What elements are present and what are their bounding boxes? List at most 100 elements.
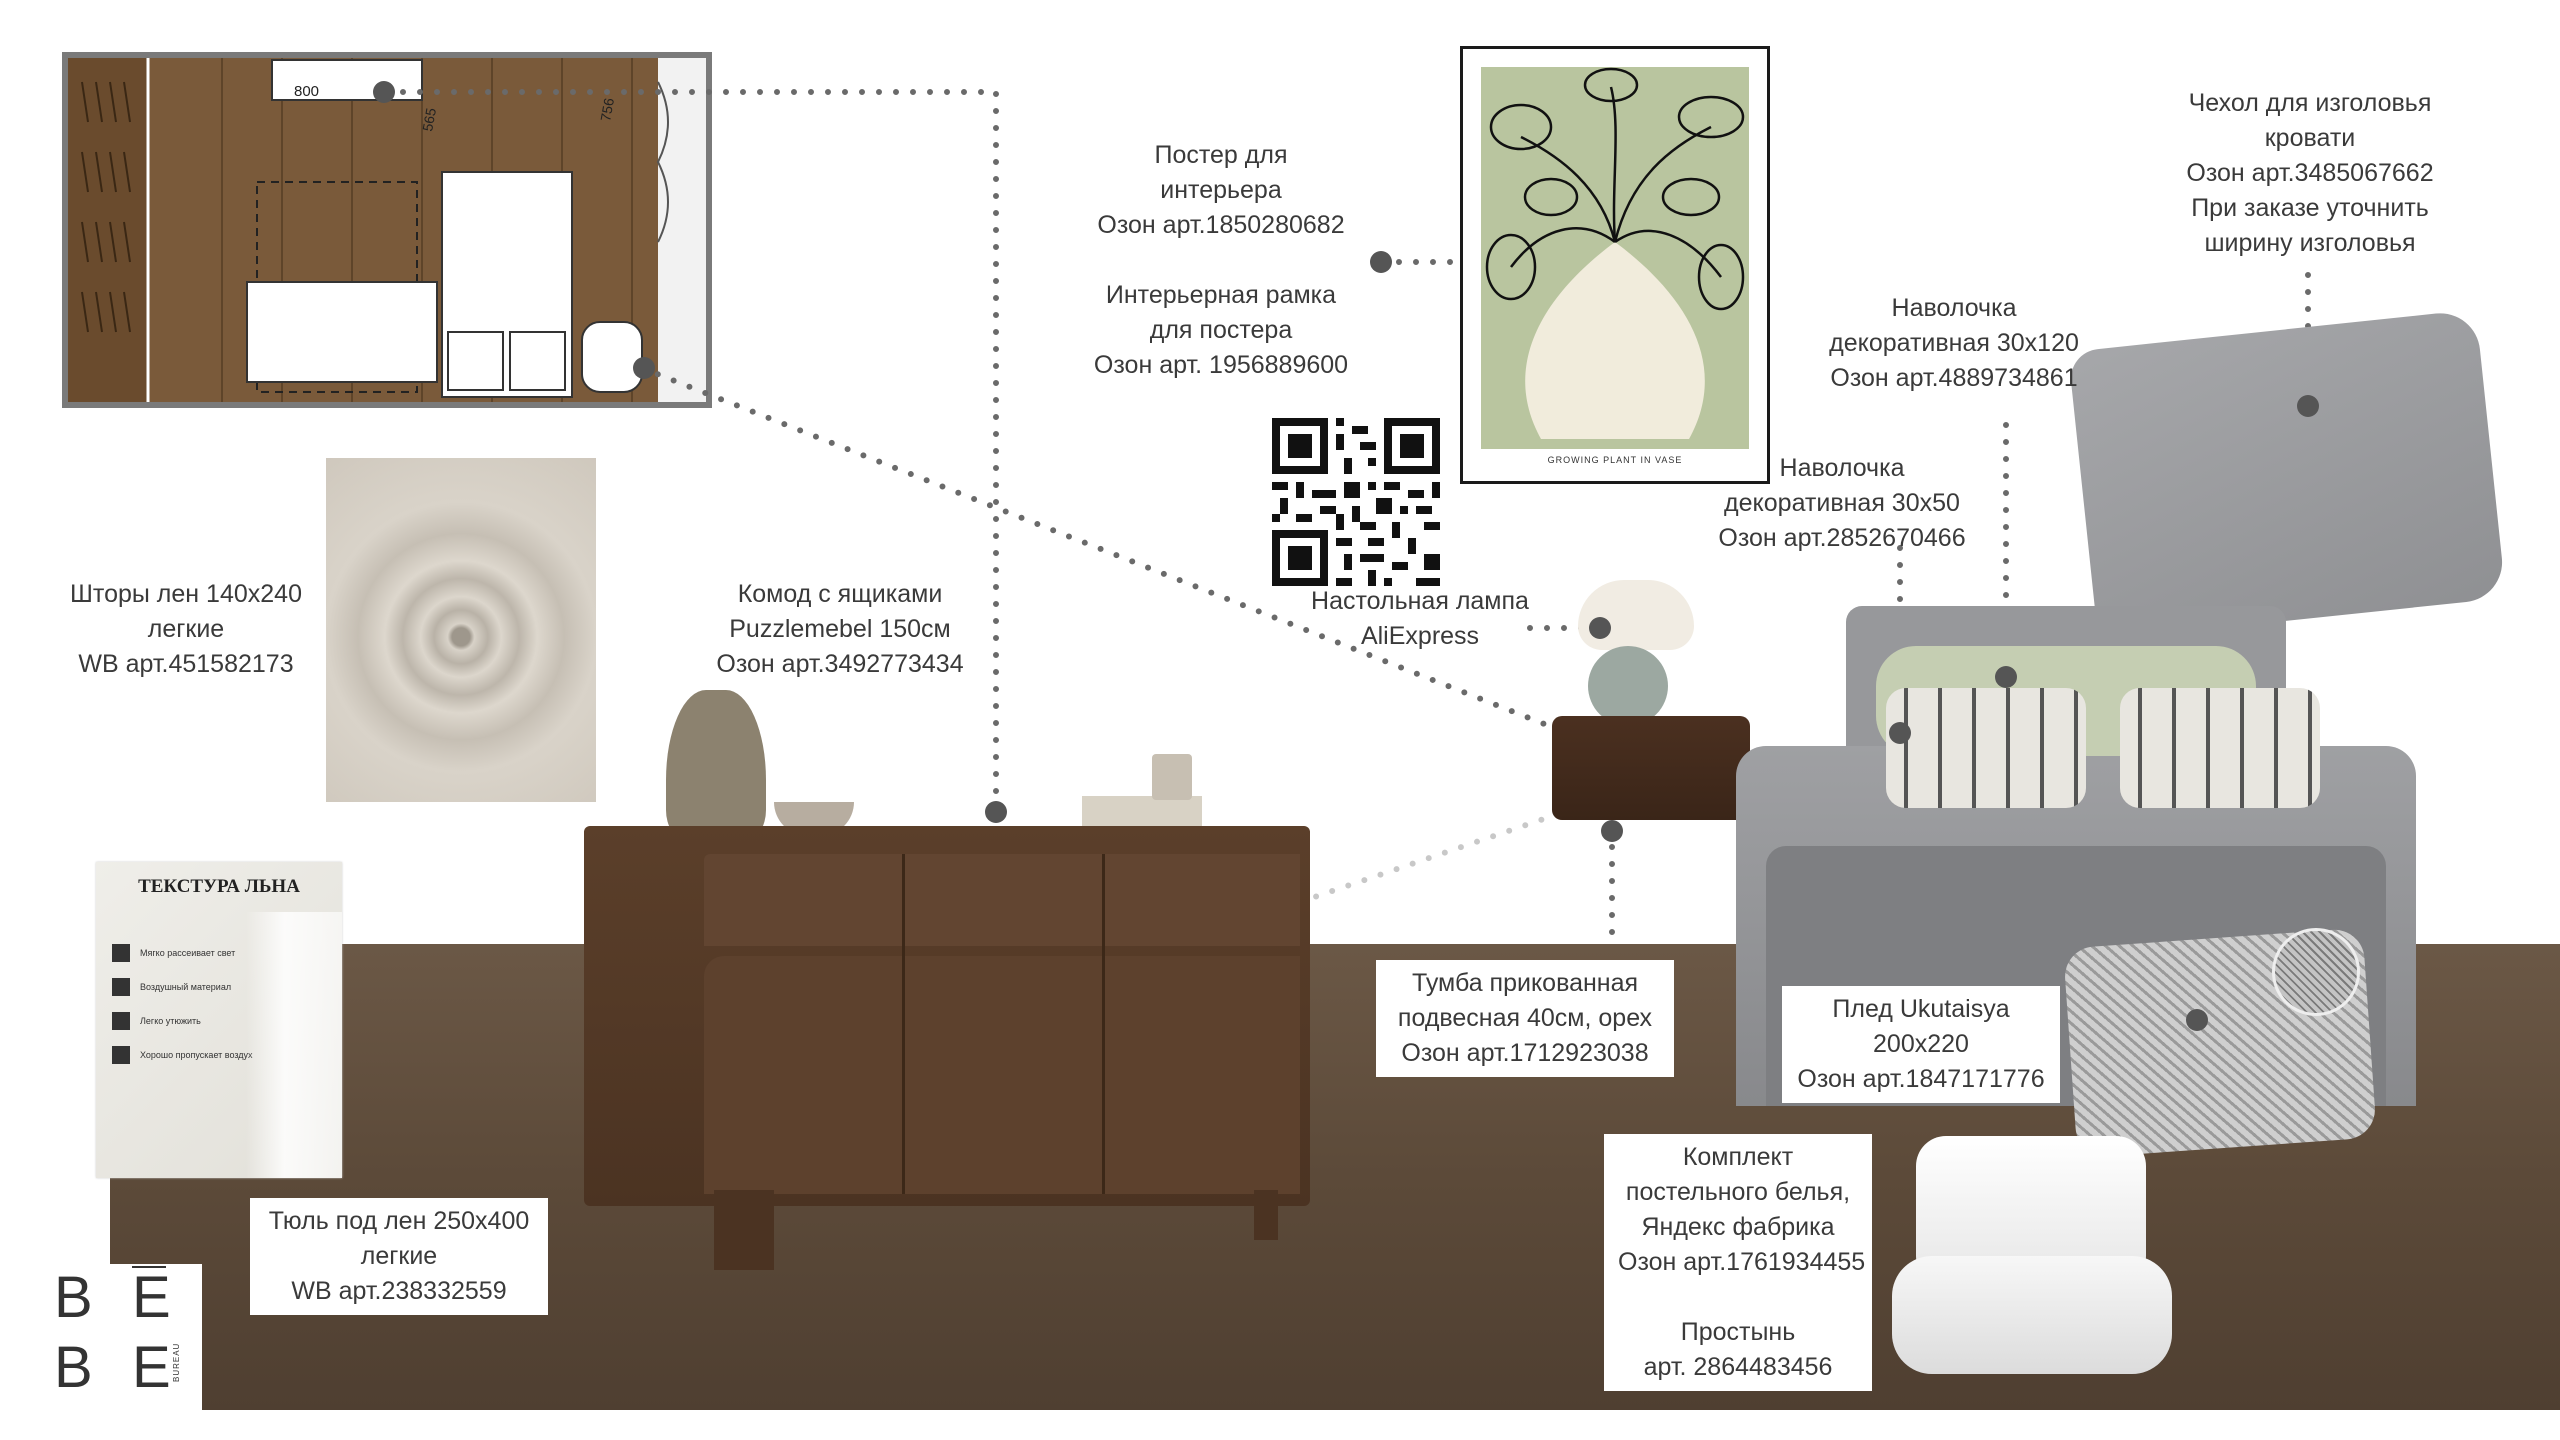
label-line: Озон арт.1847171776 [1797,1065,2045,1093]
leader-dot-poster [1370,251,1392,273]
logo-subtitle: BUREAU [172,1342,181,1382]
label-line: Шторы лен 140х240 [70,580,302,608]
ceramic-vase [666,690,766,840]
leader-dot-pillow-30x50 [1889,722,1911,744]
leader-dot-pillow-30x120 [1995,666,2017,688]
table-lamp [1578,580,1694,730]
label-line: Комод с ящиками [737,580,943,608]
bebe-bureau-logo: B E B E BUREAU [40,1264,202,1410]
dresser-group [584,690,1310,1270]
wall-nightstand [1552,716,1750,820]
logo-letter: B [54,1335,93,1400]
label-line: кровати [2264,124,2356,152]
label-line: постельного белья, [1625,1178,1851,1206]
label-line: Комплект [1682,1143,1794,1171]
label-line: Озон арт.1712923038 [1401,1039,1649,1067]
striped-pillow [1886,688,2086,808]
poster: GROWING PLANT IN VASE [1460,46,1770,484]
label-line: Озон арт.1850280682 [1097,211,1345,239]
linen-feature: Легко утюжить [140,1016,201,1026]
leader-dot-plaid [2186,1009,2208,1031]
label-poster: Постер для интерьера Озон арт.1850280682… [1086,138,1356,383]
logo-letter: E [132,1265,171,1330]
floor-plan: 800 565 756 [62,52,712,408]
label-line: Наволочка [1779,454,1905,482]
label-line: Наволочка [1891,294,2017,322]
leader-dresser-to-nightstand [1297,807,1573,905]
label-line: легкие [147,615,225,643]
label-line: Озон арт.1761934455 [1618,1248,1866,1276]
label-line: WB арт.238332559 [291,1277,507,1305]
poster-caption: GROWING PLANT IN VASE [1547,455,1683,465]
books [1082,796,1202,830]
label-line: Тумба прикованная [1411,969,1639,997]
label-line: Интерьерная рамка [1105,281,1337,309]
leader-dot-plan-chair [633,357,655,379]
label-line: для постера [1149,316,1293,344]
label-line: Озон арт.2852670466 [1718,524,1966,552]
linen-card-title: ТЕКСТУРА ЛЬНА [138,876,300,897]
label-line: Озон арт.3492773434 [716,650,964,678]
plan-dim-a: 565 [419,107,439,133]
linen-feature: Хорошо пропускает воздух [140,1050,253,1060]
dresser [584,826,1310,1206]
label-line: Чехол для изголовья [2188,89,2432,117]
light-icon [112,944,130,962]
label-dresser: Комод с ящиками Puzzlemebel 150см Озон а… [700,577,980,682]
logo-letter: B [54,1265,93,1330]
label-lamp: Настольная лампа AliExpress [1300,584,1540,654]
label-plaid: Плед Ukutaisya 200х220 Озон арт.18471717… [1782,986,2060,1103]
leader-dot-headboard [2297,395,2319,417]
candle [1152,754,1192,800]
label-line: 200х220 [1873,1030,1969,1058]
label-nightstand: Тумба прикованная подвесная 40см, орех О… [1376,960,1674,1077]
label-pillow-30x50: Наволочка декоративная 30х50 Озон арт.28… [1702,451,1982,556]
label-line: Плед Ukutaisya [1832,995,2010,1023]
label-tulle: Тюль под лен 250х400 легкие WB арт.23833… [250,1198,548,1315]
label-line: Постер для [1154,141,1288,169]
plaid-zoom-swatch [2272,928,2360,1016]
label-line: Озон арт.3485067662 [2186,159,2434,187]
plan-dim-b: 756 [597,97,617,123]
label-line: подвесная 40см, орех [1397,1004,1653,1032]
label-line: Озон арт.4889734861 [1830,364,2078,392]
label-line: ширину изголовья [2204,229,2416,257]
label-line: Озон арт. 1956889600 [1093,351,1349,379]
label-line: При заказе уточнить [2191,194,2429,222]
leader-dot-plan-desk [373,81,395,103]
label-line: Puzzlemebel 150см [729,615,951,643]
linen-curtain-swatch [326,458,596,802]
label-line: интерьера [1160,176,1282,204]
label-line: арт. 2864483456 [1643,1353,1833,1381]
striped-pillow [2120,688,2320,808]
air-icon [112,1046,130,1064]
label-line: AliExpress [1360,622,1480,650]
label-line: Настольная лампа [1311,587,1529,615]
label-bedding: Комплект постельного белья, Яндекс фабри… [1604,1134,1872,1391]
logo-letter: E [132,1335,171,1400]
qr-code[interactable] [1272,418,1440,586]
leader-nightstand-plan [639,365,1593,745]
label-pillow-30x120: Наволочка декоративная 30х120 Озон арт.4… [1814,291,2094,396]
linen-texture-card: ТЕКСТУРА ЛЬНА Мягко рассеивает свет Возд… [96,862,342,1178]
leader-dot-nightstand [1601,820,1623,842]
leader-dot-dresser [985,801,1007,823]
label-line: Тюль под лен 250х400 [268,1207,530,1235]
feather-icon [112,978,130,996]
label-line: легкие [360,1242,438,1270]
label-line: Яндекс фабрика [1641,1213,1835,1241]
linen-feature: Мягко рассеивает свет [140,948,236,958]
bedding-set [1892,1136,2172,1374]
linen-feature: Воздушный материал [140,982,232,992]
plan-dim-top: 800 [294,83,319,100]
headboard-cover [2067,309,2507,641]
label-line: декоративная 30х50 [1724,489,1960,517]
leader-dot-lamp [1589,617,1611,639]
leader-dresser [383,89,999,815]
label-curtains: Шторы лен 140х240 легкие WB арт.45158217… [66,577,306,682]
label-line: Простынь [1680,1318,1796,1346]
iron-icon [112,1012,130,1030]
label-headboard-cover: Чехол для изголовья кровати Озон арт.348… [2160,86,2460,261]
label-line: WB арт.451582173 [78,650,294,678]
label-line: декоративная 30х120 [1829,329,2079,357]
